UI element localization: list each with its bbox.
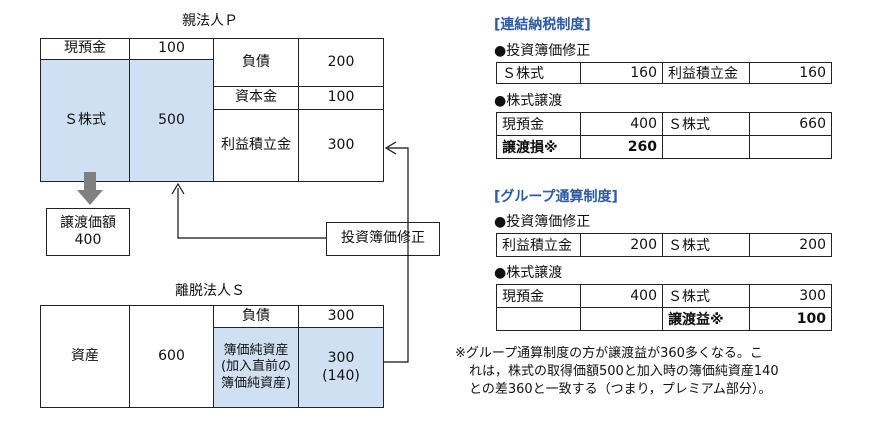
parent-shares-value: 500 bbox=[129, 59, 214, 182]
grp-tr2-b-value: 100 bbox=[749, 307, 832, 331]
grp-tr2-b-label: 譲渡益※ bbox=[662, 307, 750, 331]
cons-tr2-a-value: 260 bbox=[580, 135, 663, 159]
group-transfer-title: ●株式譲渡 bbox=[494, 265, 563, 281]
down-arrow-head bbox=[77, 190, 103, 205]
cons-adj-a-value: 160 bbox=[580, 62, 663, 84]
note-line-2: れは，株式の取得価額500と加入時の簿価純資産140 bbox=[469, 364, 779, 379]
transfer-price-box: 譲渡価額 400 bbox=[46, 208, 130, 256]
grp-adj-a-label: 利益積立金 bbox=[496, 233, 581, 257]
grp-tr1-b-value: 300 bbox=[749, 284, 832, 308]
cons-tr2-b-value bbox=[749, 135, 832, 159]
netasset-to-retained-line bbox=[384, 147, 409, 363]
group-adjust-title: ●投資簿価修正 bbox=[494, 214, 591, 230]
sub-asset-label: 資産 bbox=[40, 305, 130, 408]
grp-tr1-a-label: 現預金 bbox=[496, 284, 581, 308]
sub-netasset-label: 簿価純資産 (加入直前の 簿価純資産) bbox=[213, 327, 299, 408]
adjust-to-shares-line bbox=[177, 188, 326, 239]
cons-adj-a-label: Ｓ株式 bbox=[496, 62, 581, 84]
grp-adj-b-value: 200 bbox=[749, 233, 832, 257]
group-header: [グループ通算制度] bbox=[494, 189, 618, 205]
grp-tr2-a-value bbox=[580, 307, 663, 331]
adjust-box: 投資簿価修正 bbox=[326, 222, 440, 256]
parent-liab-label: 負債 bbox=[213, 38, 299, 87]
grp-tr2-a-label bbox=[496, 307, 581, 331]
grp-tr1-b-label: Ｓ株式 bbox=[662, 284, 750, 308]
sub-netasset-value: 300 (140) bbox=[298, 327, 384, 408]
consolidated-transfer-title: ●株式譲渡 bbox=[494, 93, 563, 109]
cons-tr2-a-label: 譲渡損※ bbox=[496, 135, 581, 159]
consolidated-header: [連結納税制度] bbox=[494, 17, 591, 33]
adjust-to-shares-head bbox=[171, 182, 185, 195]
parent-shares-label: Ｓ株式 bbox=[40, 59, 130, 182]
parent-liab-value: 200 bbox=[298, 38, 384, 87]
consolidated-adjust-title: ●投資簿価修正 bbox=[494, 43, 591, 59]
parent-title: 親法人Ｐ bbox=[182, 13, 238, 29]
cons-adj-b-label: 利益積立金 bbox=[662, 62, 750, 84]
cons-tr1-a-value: 400 bbox=[580, 112, 663, 136]
cons-tr1-a-label: 現預金 bbox=[496, 112, 581, 136]
down-arrow-shaft bbox=[84, 172, 96, 192]
note-line-3: との差360と一致する（つまり，プレミアム部分）。 bbox=[469, 382, 772, 397]
cons-tr1-b-value: 660 bbox=[749, 112, 832, 136]
sub-asset-value: 600 bbox=[129, 305, 214, 408]
grp-adj-a-value: 200 bbox=[580, 233, 663, 257]
cons-tr1-b-label: Ｓ株式 bbox=[662, 112, 750, 136]
grp-adj-b-label: Ｓ株式 bbox=[662, 233, 750, 257]
parent-retained-value: 300 bbox=[298, 109, 384, 182]
cons-tr2-b-label bbox=[662, 135, 750, 159]
transfer-price-value: 400 bbox=[74, 232, 102, 248]
note-line-1: ※グループ通算制度の方が譲渡益が360多くなる。こ bbox=[455, 346, 763, 361]
sub-title: 離脱法人Ｓ bbox=[175, 283, 245, 299]
cons-adj-b-value: 160 bbox=[749, 62, 832, 84]
netasset-to-retained-head bbox=[384, 141, 397, 155]
transfer-price-label: 譲渡価額 bbox=[60, 214, 116, 231]
grp-tr1-a-value: 400 bbox=[580, 284, 663, 308]
